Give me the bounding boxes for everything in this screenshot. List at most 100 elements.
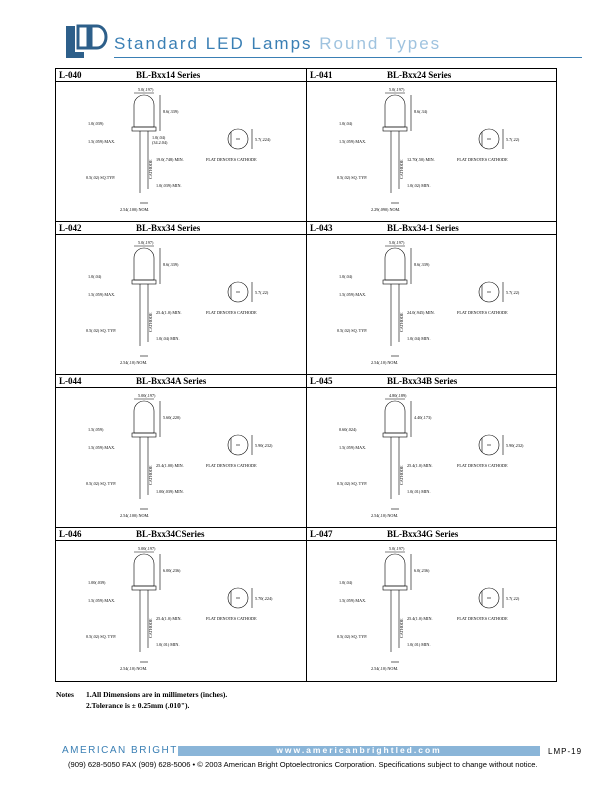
lamp-flange bbox=[131, 585, 157, 591]
dim-top-diameter: 5.90(.232) bbox=[255, 443, 273, 448]
dim-lead-square: 0.5(.02) SQ. TYP. bbox=[86, 634, 116, 639]
flat-denotes-cathode: FLAT DENOTES CATHODE bbox=[206, 463, 257, 468]
footer-url-link[interactable]: www.americanbrightled.com bbox=[276, 745, 442, 755]
lamp-body bbox=[384, 400, 406, 434]
dim-lead-length: 25.4(1.0) MIN. bbox=[407, 463, 433, 468]
lamp-body bbox=[133, 400, 155, 434]
dim-flange: 1.0(.04) bbox=[339, 121, 353, 126]
lamp-dimension-drawing: 4.80(.189)4.40(.173)0.60(.024)1.5(.059) … bbox=[337, 393, 524, 518]
dim-diameter: 5.0(.197) bbox=[389, 87, 405, 92]
dim-lead-length: 25.4(1.0) MIN. bbox=[407, 616, 433, 621]
dim-lead-length: 25.4(1.0) MIN. bbox=[156, 310, 182, 315]
flat-denotes-cathode: FLAT DENOTES CATHODE bbox=[457, 157, 508, 162]
dim-max: 1.5(.059) MAX. bbox=[339, 445, 366, 450]
dim-top-diameter: 5.7(.22) bbox=[506, 596, 520, 601]
footer-company: AMERICAN BRIGHT bbox=[62, 745, 178, 756]
dim-max: 1.5(.059) MAX. bbox=[339, 598, 366, 603]
top-view-circle bbox=[227, 434, 249, 456]
series-name: BL-Bxx24 Series bbox=[387, 70, 452, 80]
flat-denotes-cathode: FLAT DENOTES CATHODE bbox=[206, 616, 257, 621]
dim-lead-min: 1.0(.02) MIN. bbox=[407, 183, 431, 188]
cathode-label: CATHODE bbox=[148, 465, 153, 485]
dim-aux2: (34.2.04) bbox=[152, 140, 168, 145]
dim-lead-square: 0.5(.02) SQ. TYP. bbox=[337, 481, 367, 486]
footer-url-bar bbox=[178, 746, 540, 756]
cathode-label: CATHODE bbox=[399, 465, 404, 485]
part-code: L-046 bbox=[59, 529, 82, 539]
dim-lead-min: 1.0(.039) MIN. bbox=[156, 183, 182, 188]
dim-top-diameter: 5.70(.224) bbox=[255, 596, 273, 601]
dim-flange: 0.60(.024) bbox=[339, 427, 357, 432]
lamp-flange bbox=[382, 279, 408, 285]
dim-lead-min: 1.0(.04) MIN. bbox=[156, 336, 180, 341]
dim-max: 1.5(.059) MAX. bbox=[339, 292, 366, 297]
top-view-circle bbox=[478, 434, 500, 456]
dim-body-height: 8.6(.339) bbox=[414, 262, 430, 267]
dim-flange: 1.00(.039) bbox=[88, 580, 106, 585]
part-code: L-043 bbox=[310, 223, 333, 233]
drawing-cell-l-047: L-047 BL-Bxx34G Series 5.0(.197) 6.0(.236) 1… bbox=[307, 528, 556, 681]
dim-lead-length: 19.0(.748) MIN. bbox=[156, 157, 184, 162]
dim-lead-square: 0.5(.02) SQ. TYP. bbox=[86, 481, 116, 486]
dim-lead-pitch: 2.54(.10) NOM. bbox=[120, 666, 147, 671]
dim-max: 1.5(.059) MAX. bbox=[88, 139, 115, 144]
dim-diameter: 5.0(.197) bbox=[138, 87, 154, 92]
dim-body-height: 8.6(.339) bbox=[163, 262, 179, 267]
dim-flange: 1.0(.04) bbox=[339, 580, 353, 585]
drawing-cell-l-041: L-041 BL-Bxx24 Series 5.0(.197) 8.6(.34) 1.0… bbox=[307, 69, 556, 222]
dim-lead-pitch: 2.54(.100) NOM. bbox=[120, 207, 149, 212]
lamp-body bbox=[384, 247, 406, 281]
dim-max: 1.5(.059) MAX. bbox=[88, 445, 115, 450]
series-name: BL-Bxx34B Series bbox=[387, 376, 458, 386]
american-bright-logo bbox=[66, 24, 108, 58]
dim-lead-square: 0.5(.02) SQ. TYP. bbox=[337, 328, 367, 333]
dim-lead-pitch: 2.29(.090) NOM. bbox=[371, 207, 400, 212]
dim-aux: 1.0(.04) bbox=[152, 135, 166, 140]
cathode-label: CATHODE bbox=[148, 159, 153, 179]
top-view-circle bbox=[227, 281, 249, 303]
lamp-body bbox=[384, 94, 406, 128]
title-rule bbox=[114, 57, 582, 58]
dim-max: 1.5(.059) MAX. bbox=[88, 598, 115, 603]
dim-body-height: 5.60(.220) bbox=[163, 415, 181, 420]
dim-body-height: 6.0(.236) bbox=[414, 568, 430, 573]
lamp-dimension-drawing: 5.00(.197)5.60(.220)1.5(.059)1.5(.059) M… bbox=[86, 393, 273, 518]
dim-lead-min: 1.0(.04) MIN. bbox=[407, 336, 431, 341]
cathode-label: CATHODE bbox=[148, 618, 153, 638]
footer-contact: (909) 628-5050 FAX (909) 628-5006 • © 20… bbox=[68, 760, 538, 769]
part-code: L-047 bbox=[310, 529, 333, 539]
drawing-cell-l-043: L-043 BL-Bxx34-1 Series 5.0(.197)8.6(.339)… bbox=[307, 222, 556, 375]
series-name: BL-Bxx34G Series bbox=[387, 529, 459, 539]
dim-lead-min: 1.00(.039) MIN. bbox=[156, 489, 184, 494]
cell-header: L-041 BL-Bxx24 Series bbox=[307, 69, 556, 82]
series-name: BL-Bxx34-1 Series bbox=[387, 223, 459, 233]
dim-lead-square: 0.5(.02) SQ. TYP. bbox=[337, 634, 367, 639]
part-code: L-041 bbox=[310, 70, 333, 80]
part-code: L-042 bbox=[59, 223, 82, 233]
top-view-circle bbox=[478, 587, 500, 609]
cathode-label: CATHODE bbox=[148, 312, 153, 332]
lamp-dimension-drawing: 5.00(.197)6.00(.236)1.00(.039)1.5(.059) … bbox=[86, 546, 273, 671]
dim-lead-pitch: 2.54(.10) NOM. bbox=[120, 360, 147, 365]
dim-lead-pitch: 2.54(.10) NOM. bbox=[371, 360, 398, 365]
dim-top-diameter: 5.7(.22) bbox=[506, 137, 520, 142]
dim-diameter: 5.0(.197) bbox=[389, 546, 405, 551]
dim-body-height: 6.00(.236) bbox=[163, 568, 181, 573]
lamp-flange bbox=[382, 432, 408, 438]
part-code: L-040 bbox=[59, 70, 82, 80]
dim-diameter: 5.0(.197) bbox=[138, 240, 154, 245]
dim-lead-pitch: 2.54(.100) NOM. bbox=[120, 513, 149, 518]
lamp-dimension-drawing: 5.0(.197)8.6(.34)1.0(.04)1.5(.059) MAX.1… bbox=[337, 87, 520, 212]
dim-lead-length: 25.4(1.00) MIN. bbox=[156, 463, 184, 468]
dim-body-height: 8.6(.34) bbox=[414, 109, 428, 114]
series-name: BL-Bxx34A Series bbox=[136, 376, 207, 386]
top-view-circle bbox=[227, 587, 249, 609]
lamp-dimension-drawing: 5.0(.197)8.6(.339)1.0(.04)1.5(.059) MAX.… bbox=[337, 240, 520, 365]
note-2: 2.Tolerance is ± 0.25mm (.010"). bbox=[86, 701, 190, 710]
dim-lead-square: 0.5(.02) SQ.TYP. bbox=[86, 175, 115, 180]
